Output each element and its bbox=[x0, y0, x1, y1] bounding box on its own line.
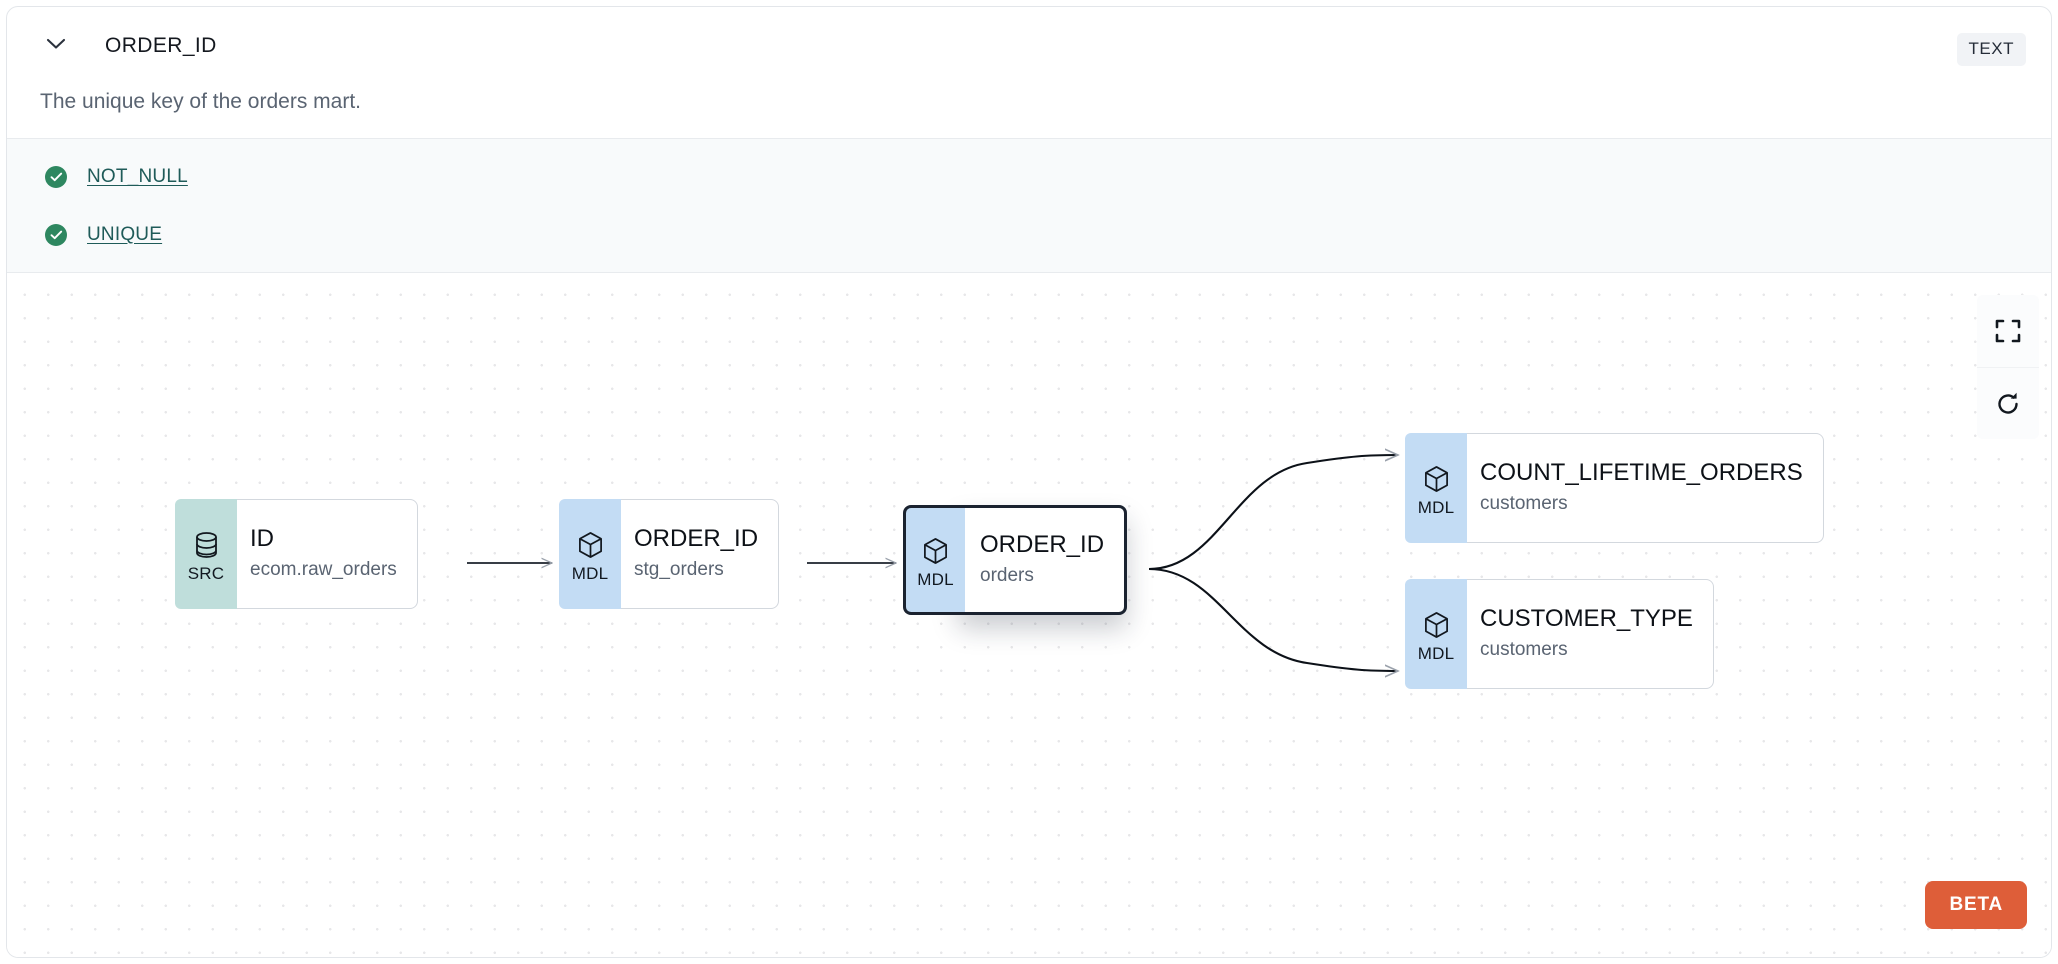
page-title: ORDER_ID bbox=[105, 34, 217, 57]
card-header: ORDER_ID TEXT bbox=[7, 7, 2051, 79]
lineage-node-count-lifetime-orders[interactable]: MDL COUNT_LIFETIME_ORDERS customers bbox=[1405, 433, 1824, 543]
node-badge-label: SRC bbox=[187, 563, 225, 583]
node-badge-label: MDL bbox=[1417, 497, 1455, 517]
column-detail-card: ORDER_ID TEXT The unique key of the orde… bbox=[6, 6, 2052, 958]
node-parent-name: customers bbox=[1480, 639, 1568, 661]
cube-icon bbox=[922, 537, 949, 570]
lineage-node-customer-type[interactable]: MDL CUSTOMER_TYPE customers bbox=[1405, 579, 1714, 689]
node-badge-label: MDL bbox=[1417, 643, 1455, 663]
check-circle-icon bbox=[45, 166, 67, 188]
node-badge-mdl: MDL bbox=[1405, 433, 1467, 543]
database-icon bbox=[193, 531, 220, 564]
node-badge-label: MDL bbox=[917, 569, 954, 589]
chevron-down-icon[interactable] bbox=[45, 37, 67, 51]
refresh-icon bbox=[1995, 391, 2021, 417]
node-body: ID ecom.raw_orders bbox=[229, 499, 418, 609]
column-description: The unique key of the orders mart. bbox=[40, 90, 361, 113]
node-column-name: CUSTOMER_TYPE bbox=[1480, 604, 1693, 632]
lineage-node-stg-orders[interactable]: MDL ORDER_ID stg_orders bbox=[559, 499, 780, 609]
test-link-not-null[interactable]: NOT_NULL bbox=[87, 166, 188, 187]
canvas-controls bbox=[1977, 295, 2039, 439]
node-badge-mdl: MDL bbox=[1405, 579, 1467, 689]
edge-orders-custtype bbox=[1148, 567, 1398, 671]
fit-view-button[interactable] bbox=[1977, 295, 2039, 367]
lineage-node-orders[interactable]: MDL ORDER_ID orders bbox=[903, 505, 1128, 615]
lineage-canvas[interactable]: SRC ID ecom.raw_orders MDL ORDE bbox=[7, 273, 2052, 958]
node-body: COUNT_LIFETIME_ORDERS customers bbox=[1459, 433, 1824, 543]
lineage-node-src[interactable]: SRC ID ecom.raw_orders bbox=[175, 499, 418, 609]
node-badge-label: MDL bbox=[571, 563, 609, 583]
node-body: ORDER_ID stg_orders bbox=[613, 499, 780, 609]
node-parent-name: ecom.raw_orders bbox=[250, 559, 397, 581]
column-type-badge: TEXT bbox=[1956, 33, 2026, 66]
test-link-unique[interactable]: UNIQUE bbox=[87, 224, 163, 245]
edge-orders-count bbox=[1148, 455, 1398, 571]
node-badge-mdl: MDL bbox=[903, 505, 965, 615]
node-parent-name: customers bbox=[1480, 493, 1568, 515]
cube-icon bbox=[577, 531, 604, 564]
node-badge-src: SRC bbox=[175, 499, 237, 609]
node-column-name: ORDER_ID bbox=[980, 530, 1105, 558]
node-body: CUSTOMER_TYPE customers bbox=[1459, 579, 1714, 689]
node-parent-name: orders bbox=[980, 565, 1034, 587]
fullscreen-icon bbox=[1995, 318, 2021, 344]
check-circle-icon bbox=[45, 224, 67, 246]
test-row[interactable]: NOT_NULL bbox=[45, 164, 188, 190]
lineage-edges bbox=[467, 273, 2052, 958]
tests-section: NOT_NULL UNIQUE bbox=[7, 138, 2051, 273]
node-column-name: ORDER_ID bbox=[634, 524, 759, 552]
node-body: ORDER_ID orders bbox=[957, 505, 1128, 615]
node-parent-name: stg_orders bbox=[634, 559, 724, 581]
refresh-button[interactable] bbox=[1977, 367, 2039, 439]
node-column-name: COUNT_LIFETIME_ORDERS bbox=[1480, 458, 1803, 486]
node-badge-mdl: MDL bbox=[559, 499, 621, 609]
cube-icon bbox=[1423, 611, 1450, 644]
test-row[interactable]: UNIQUE bbox=[45, 222, 162, 248]
beta-badge[interactable]: BETA bbox=[1925, 881, 2027, 929]
cube-icon bbox=[1423, 465, 1450, 498]
node-column-name: ID bbox=[250, 524, 274, 552]
